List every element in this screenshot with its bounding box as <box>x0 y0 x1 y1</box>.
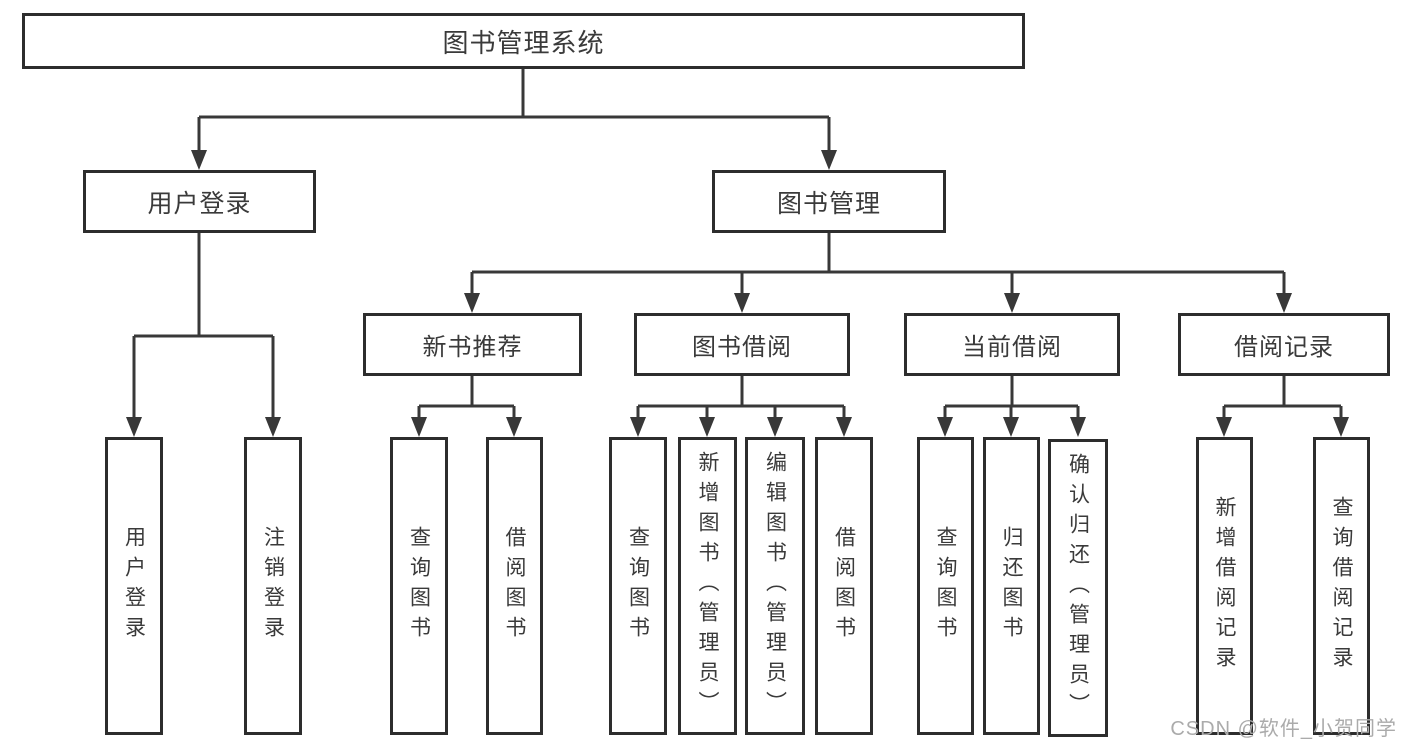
leaf-recommend-borrow-books: 借阅图书 <box>486 437 543 735</box>
leaf-borrowing-borrow-books: 借阅图书 <box>815 437 873 735</box>
branch-user-login <box>126 233 281 437</box>
branch-records <box>1216 376 1349 437</box>
leaf-records-query-record-label: 查询借阅记录 <box>1330 496 1354 676</box>
leaf-current-confirm-return-label: 确认归还（管理员） <box>1066 453 1090 723</box>
node-borrowing-records: 借阅记录 <box>1178 313 1390 376</box>
leaf-recommend-query-books: 查询图书 <box>390 437 448 735</box>
node-current-borrowing: 当前借阅 <box>904 313 1120 376</box>
leaf-current-query-books: 查询图书 <box>917 437 974 735</box>
leaf-current-return-books: 归还图书 <box>983 437 1040 735</box>
leaf-current-confirm-return: 确认归还（管理员） <box>1048 439 1108 737</box>
leaf-borrowing-query-books-label: 查询图书 <box>626 526 650 646</box>
branch-current <box>937 376 1086 437</box>
leaf-user-login: 用户登录 <box>105 437 163 735</box>
branch-recommend <box>411 376 522 437</box>
leaf-borrowing-edit-books: 编辑图书（管理员） <box>745 437 805 735</box>
leaf-borrowing-edit-books-label: 编辑图书（管理员） <box>763 451 787 721</box>
node-user-login: 用户登录 <box>83 170 316 233</box>
leaf-borrowing-add-books-label: 新增图书（管理员） <box>696 451 720 721</box>
node-library-system: 图书管理系统 <box>22 13 1025 69</box>
leaf-records-query-record: 查询借阅记录 <box>1313 437 1370 735</box>
leaf-borrowing-query-books: 查询图书 <box>609 437 667 735</box>
leaf-current-return-books-label: 归还图书 <box>1000 526 1024 646</box>
leaf-borrowing-add-books: 新增图书（管理员） <box>678 437 737 735</box>
leaf-logout-label: 注销登录 <box>261 526 285 646</box>
branch-book-management <box>464 233 1292 313</box>
leaf-records-add-record-label: 新增借阅记录 <box>1213 496 1237 676</box>
watermark: CSDN @软件_小贺同学 <box>1170 718 1397 740</box>
node-book-management: 图书管理 <box>712 170 946 233</box>
branch-root <box>191 68 837 170</box>
node-book-borrowing: 图书借阅 <box>634 313 850 376</box>
leaf-user-login-label: 用户登录 <box>122 526 146 646</box>
branch-borrowing <box>630 376 852 437</box>
leaf-recommend-query-books-label: 查询图书 <box>407 526 431 646</box>
leaf-current-query-books-label: 查询图书 <box>934 526 958 646</box>
leaf-records-add-record: 新增借阅记录 <box>1196 437 1253 735</box>
leaf-logout: 注销登录 <box>244 437 302 735</box>
leaf-borrowing-borrow-books-label: 借阅图书 <box>832 526 856 646</box>
node-new-book-recommend: 新书推荐 <box>363 313 582 376</box>
leaf-recommend-borrow-books-label: 借阅图书 <box>503 526 527 646</box>
